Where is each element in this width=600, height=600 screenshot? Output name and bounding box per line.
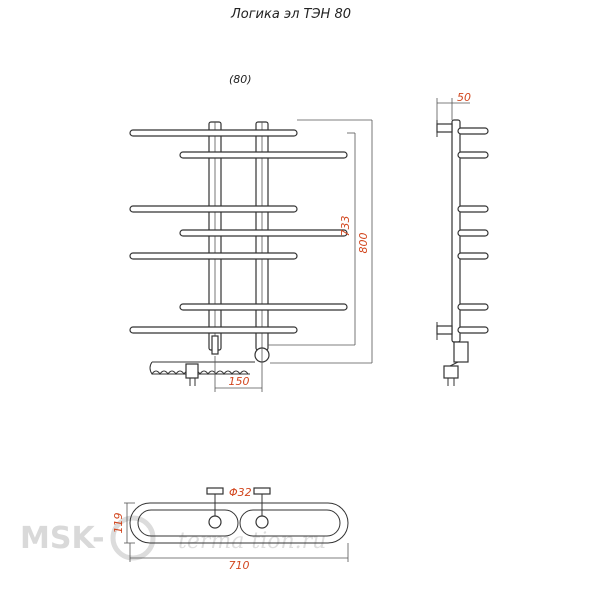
front-view: 733 800 150 [129,119,373,392]
dim-center-distance: 150 [229,375,250,388]
dim-pipe-diameter: Φ32 [229,486,252,499]
side-bracket-bottom [436,325,453,335]
side-plug [443,365,459,379]
dim-depth: 119 [112,513,125,534]
rung-6 [179,303,348,311]
top-collector-right [255,515,269,529]
rung-4 [179,229,348,237]
side-bracket-top [436,123,453,133]
side-rung-1 [457,127,489,135]
rung-1 [129,129,298,137]
watermark-script: terma tion.ru [178,529,326,554]
drawing-subtitle: (80) [229,73,252,86]
top-outer-loop [129,502,349,544]
watermark-brand: MSK- [20,521,105,556]
top-collector-left [208,515,222,529]
dim-wall-offset: 50 [457,91,471,104]
side-view: 50 [436,91,489,386]
heating-element [149,361,255,386]
top-bracket-left [206,487,224,495]
watermark: MSK- terma tion.ru [20,515,326,561]
side-rung-3 [457,205,489,213]
rung-5 [129,252,298,260]
dim-axis-height: 733 [339,216,352,237]
side-rung-4 [457,229,489,237]
side-rung-2 [457,151,489,159]
rung-2 [179,151,348,159]
heater-plug [185,363,199,379]
dim-overall-width: 710 [229,559,250,572]
top-bracket-right [253,487,271,495]
side-rung-6 [457,303,489,311]
side-rung-7 [457,326,489,334]
top-inner-loop-right [239,509,341,537]
rung-3 [129,205,298,213]
dim-total-height: 800 [357,233,370,254]
top-inner-loop-left [137,509,239,537]
drawing-title: Логика эл ТЭН 80 [230,7,351,22]
left-outlet [211,335,219,355]
side-heater-head [453,341,469,363]
top-view: Φ32 119 710 [112,486,349,572]
side-rung-5 [457,252,489,260]
rung-7 [129,326,298,334]
